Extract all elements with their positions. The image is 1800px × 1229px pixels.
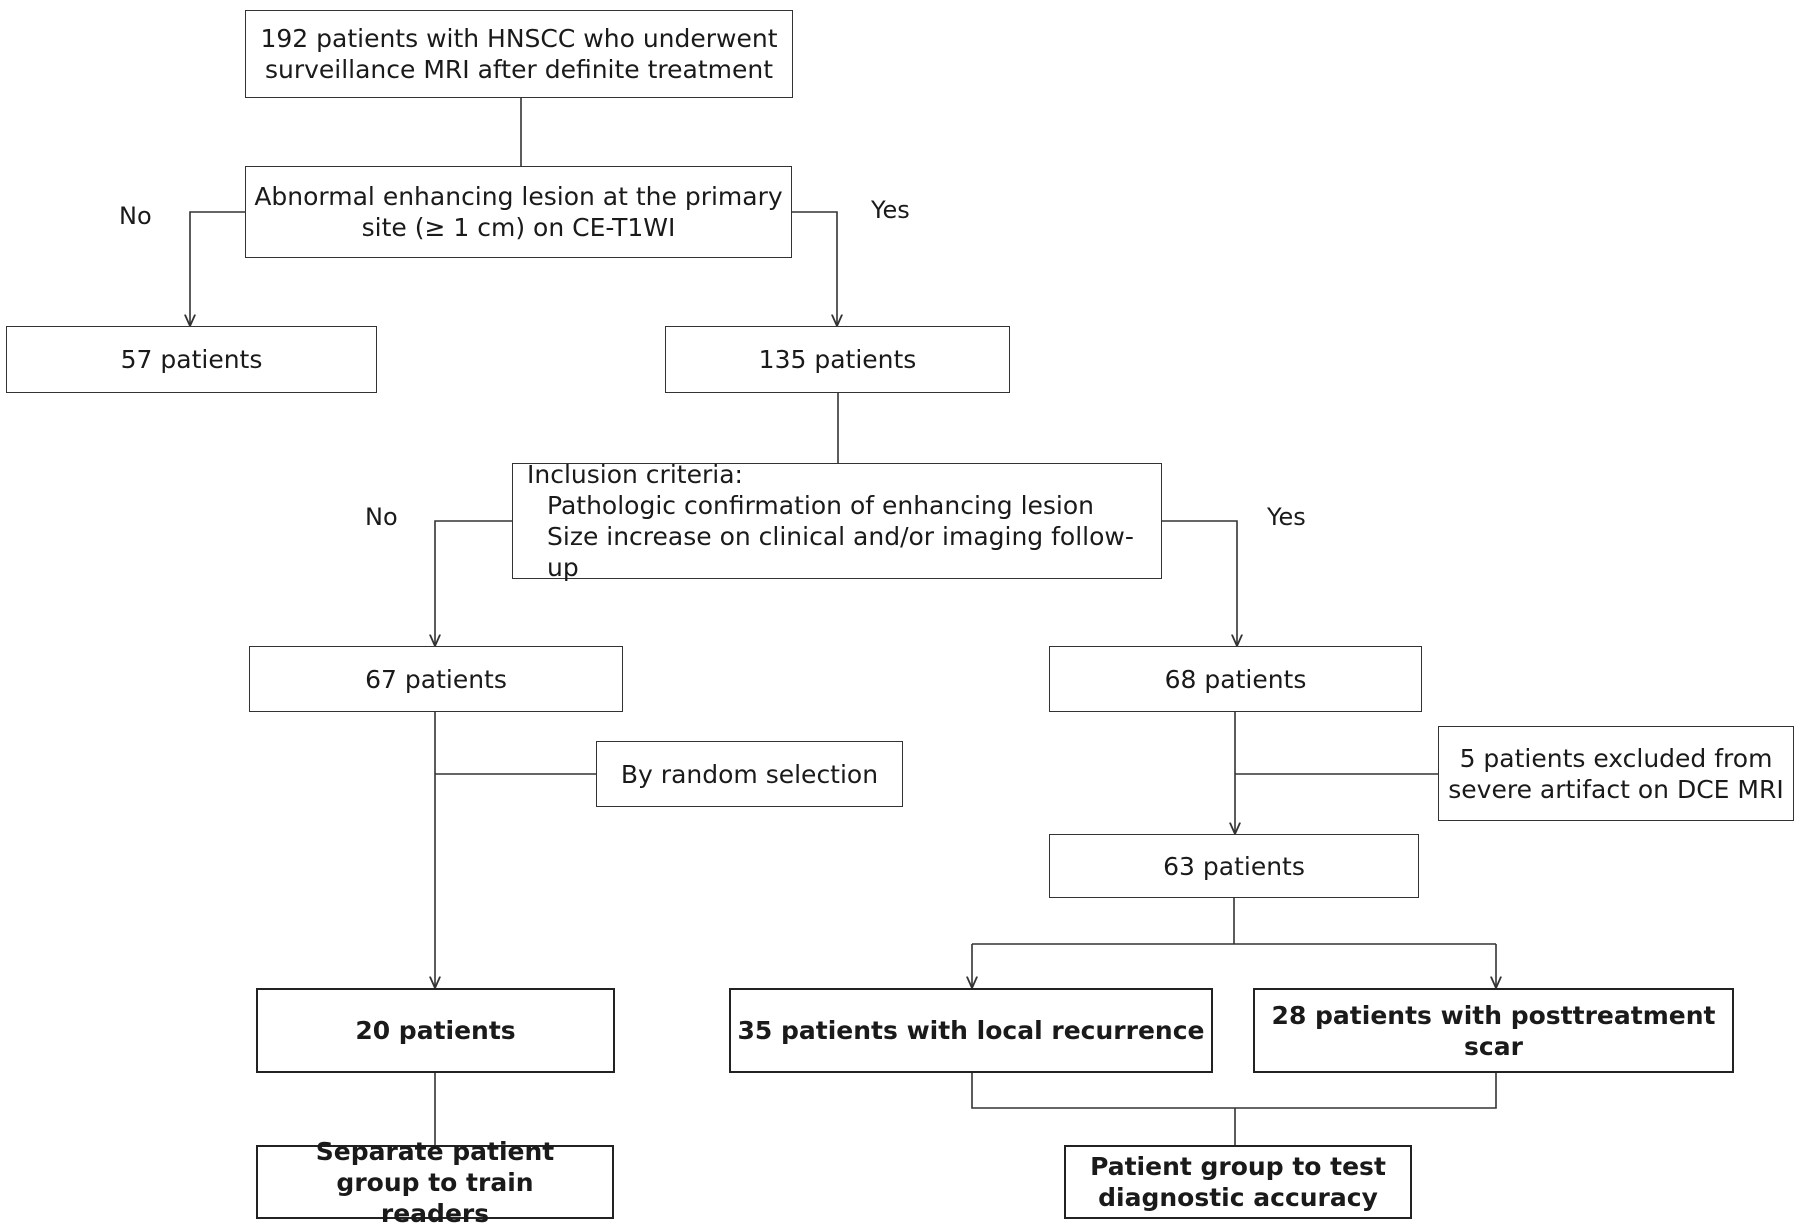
box-135-patients: 135 patients bbox=[665, 326, 1010, 393]
excluded-text: 5 patients excluded from severe artifact… bbox=[1448, 743, 1784, 804]
connector-merge bbox=[971, 1073, 1497, 1109]
start-text: 192 patients with HNSCC who underwent su… bbox=[260, 24, 778, 84]
text-63-patients: 63 patients bbox=[1163, 851, 1305, 881]
random-selection-text: By random selection bbox=[620, 759, 879, 789]
label-yes-1: Yes bbox=[871, 196, 910, 224]
start-box: 192 patients with HNSCC who underwent su… bbox=[245, 10, 793, 98]
excluded-box: 5 patients excluded from severe artifact… bbox=[1438, 726, 1794, 821]
abnormal-lesion-text: Abnormal enhancing lesion at the primary… bbox=[254, 182, 783, 242]
inclusion-criteria-box: Inclusion criteria: Pathologic confirmat… bbox=[512, 460, 1162, 582]
box-67-patients: 67 patients bbox=[249, 646, 623, 712]
label-yes-2: Yes bbox=[1267, 503, 1306, 531]
posttreatment-scar-text: 28 patients with posttreatment scar bbox=[1271, 1000, 1716, 1061]
text-135-patients: 135 patients bbox=[758, 345, 917, 374]
arrow-yes-to-135 bbox=[792, 211, 837, 326]
inclusion-criteria-content: Inclusion criteria: Pathologic confirmat… bbox=[527, 459, 1161, 583]
box-63-patients: 63 patients bbox=[1049, 834, 1419, 898]
box-20-patients: 20 patients bbox=[256, 988, 615, 1073]
text-57-patients: 57 patients bbox=[120, 345, 263, 374]
label-no-2: No bbox=[365, 503, 398, 531]
box-57-patients: 57 patients bbox=[6, 326, 377, 393]
train-readers-text: Separate patient group to train readers bbox=[315, 1136, 555, 1228]
posttreatment-scar-box: 28 patients with posttreatment scar bbox=[1253, 988, 1734, 1073]
local-recurrence-text: 35 patients with local recurrence bbox=[737, 1016, 1205, 1045]
arrow-no-to-67 bbox=[435, 520, 512, 646]
inclusion-criteria-title: Inclusion criteria: bbox=[527, 460, 743, 489]
arrow-no-to-57 bbox=[190, 211, 245, 326]
abnormal-lesion-box: Abnormal enhancing lesion at the primary… bbox=[245, 166, 792, 258]
text-67-patients: 67 patients bbox=[365, 664, 507, 694]
test-accuracy-box: Patient group to test diagnostic accurac… bbox=[1064, 1145, 1412, 1219]
train-readers-box: Separate patient group to train readers bbox=[256, 1137, 614, 1228]
inclusion-criterion-1: Pathologic confirmation of enhancing les… bbox=[547, 491, 1095, 520]
text-20-patients: 20 patients bbox=[355, 1016, 516, 1045]
arrow-yes-to-68 bbox=[1162, 520, 1237, 646]
text-68-patients: 68 patients bbox=[1164, 664, 1307, 694]
inclusion-criterion-2: Size increase on clinical and/or imaging… bbox=[547, 522, 1134, 582]
label-no-1: No bbox=[119, 202, 152, 230]
box-68-patients: 68 patients bbox=[1049, 646, 1422, 712]
test-accuracy-text: Patient group to test diagnostic accurac… bbox=[1090, 1152, 1386, 1212]
random-selection-box: By random selection bbox=[596, 741, 903, 807]
local-recurrence-box: 35 patients with local recurrence bbox=[729, 988, 1213, 1073]
